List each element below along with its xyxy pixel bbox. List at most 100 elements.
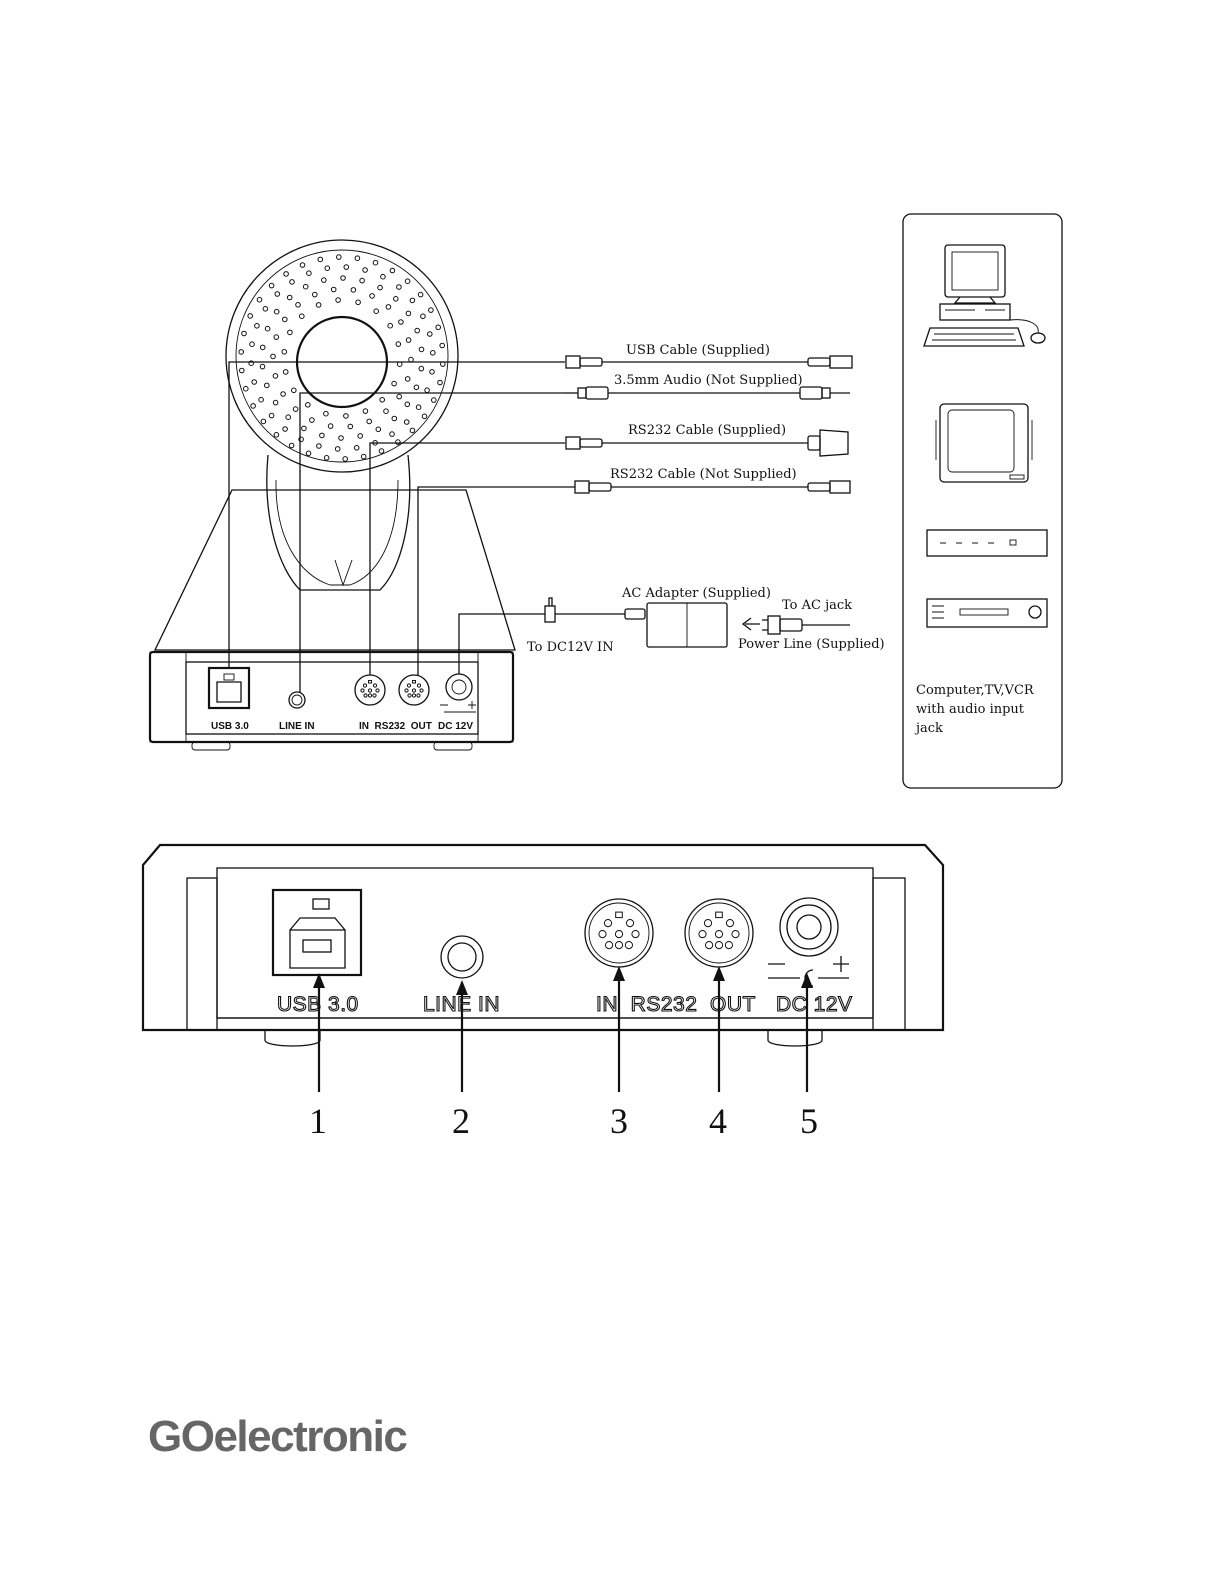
grille-hole [437, 379, 443, 386]
grille-hole [274, 291, 281, 297]
grille-hole [404, 278, 411, 285]
audio-cable-label: 3.5mm Audio (Not Supplied) [614, 373, 803, 388]
grille-hole [273, 308, 280, 315]
din-key [412, 680, 416, 684]
grille-hole [249, 341, 255, 348]
power-cabling: AC Adapter (Supplied) To AC jack To DC12… [527, 586, 885, 655]
din-pin [362, 683, 368, 688]
grille-hole [409, 297, 416, 304]
din-key [615, 911, 623, 919]
devices-label-line1: Computer,TV,VCR [916, 683, 1035, 698]
vcr-icon [926, 529, 1048, 557]
grille-hole [316, 443, 322, 449]
din-pin [605, 941, 614, 950]
rs232-not-supplied-cable: RS232 Cable (Not Supplied) [574, 467, 851, 494]
grille-hole [309, 417, 315, 423]
grille-hole [301, 425, 307, 432]
grille-hole [260, 418, 267, 425]
grille-hole [405, 310, 412, 317]
callout-1: 1 [309, 1101, 327, 1141]
grille-hole [413, 384, 420, 391]
grille-hole [285, 414, 292, 421]
grille-hole [273, 334, 280, 340]
grille-hole [383, 408, 389, 415]
din-pin [625, 919, 635, 928]
grille-hole [295, 302, 301, 308]
din-pin [631, 930, 640, 939]
din-pin [411, 693, 417, 698]
din-key [368, 680, 372, 684]
grille-hole [243, 385, 249, 392]
grille-hole [398, 319, 404, 325]
grille-hole [415, 404, 422, 411]
grille-hole [418, 365, 425, 372]
grille-hole [347, 423, 354, 430]
dc-12v-jack [768, 897, 849, 987]
grille-hole [315, 302, 322, 308]
grille-hole [305, 402, 311, 408]
grille-hole [299, 313, 305, 320]
grille-hole [414, 327, 421, 334]
din-pin [698, 930, 707, 939]
grille-hole [259, 363, 266, 370]
port-label-usb: USB 3.0 [211, 721, 249, 732]
grille-hole [360, 453, 367, 460]
rs232-in-port [584, 898, 654, 968]
din-pin [367, 693, 373, 698]
grille-hole [357, 433, 364, 439]
din-pin [375, 688, 380, 693]
grille-hole [421, 413, 428, 420]
to-ac-jack-label: To AC jack [782, 598, 852, 613]
power-line-label: Power Line (Supplied) [738, 637, 885, 652]
grille-hole [330, 286, 337, 293]
grille-hole [335, 297, 341, 303]
grille-hole [283, 271, 289, 277]
grille-hole [292, 406, 299, 412]
grille-hole [427, 331, 433, 337]
din-pin [598, 930, 607, 939]
grille-hole [336, 254, 342, 260]
grille-hole [250, 403, 256, 409]
grille-hole [270, 353, 276, 360]
usb-cable: USB Cable (Supplied) [565, 343, 853, 369]
grille-hole [404, 376, 411, 382]
grille-hole [405, 337, 412, 343]
grille-hole [340, 275, 346, 281]
grille-hole [408, 356, 414, 363]
grille-hole [418, 346, 425, 353]
grille-hole [378, 448, 385, 454]
grille-hole [272, 399, 279, 406]
to-dc12v-label: To DC12V IN [527, 640, 614, 655]
grille-hole [272, 373, 279, 379]
grille-hole [385, 304, 392, 310]
grille-hole [291, 387, 297, 394]
callout-5: 5 [800, 1101, 818, 1141]
din-pin [624, 941, 634, 950]
din-key [715, 911, 723, 919]
grille-hole [282, 426, 288, 432]
din-pin [725, 919, 735, 928]
grille-hole [396, 284, 402, 290]
grille-hole [247, 313, 253, 319]
grille-hole [273, 432, 280, 438]
din-pin [360, 688, 365, 693]
din-pin [416, 683, 422, 688]
port-label-line-in: LINE IN [279, 721, 315, 732]
grille-hole [251, 379, 257, 385]
port-label-rs232-large: IN RS232 OUT [596, 993, 756, 1016]
grille-hole [375, 426, 382, 433]
usb-port [271, 888, 363, 977]
grille-hole [268, 412, 275, 419]
grille-hole [396, 393, 403, 400]
grille-hole [391, 380, 397, 387]
grille-hole [435, 324, 442, 331]
grille-hole [354, 255, 361, 262]
rs232-supplied-cable: RS232 Cable (Supplied) [565, 423, 849, 457]
camera-illustration: USB 3.0 LINE IN IN RS232 OUT DC 12V [148, 239, 575, 751]
grille-hole [323, 410, 329, 417]
din-pin [372, 683, 378, 688]
grille-hole [377, 284, 383, 291]
grille-hole [287, 329, 293, 336]
grille-hole [380, 273, 386, 280]
